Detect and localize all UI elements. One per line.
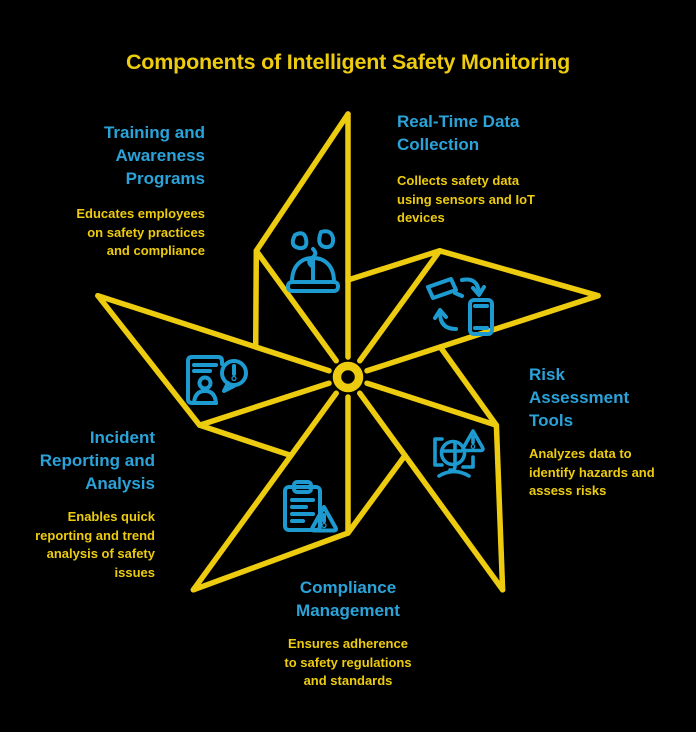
section-description-training: Educates employees on safety practices a… [76, 206, 205, 258]
section-description-risk: Analyzes data to identify hazards and as… [529, 446, 655, 498]
pinwheel-blade-left [95, 292, 332, 459]
section-title-training: Training and Awareness Programs [103, 123, 205, 188]
pinwheel-blade-top [252, 111, 351, 364]
page-title: Components of Intelligent Safety Monitor… [125, 50, 571, 74]
section-training: Training and Awareness Programs Educates… [76, 121, 205, 261]
section-risk-assessment: Risk Assessment Tools Analyzes data to i… [529, 363, 655, 501]
hazard-scan-icon [433, 429, 485, 478]
section-title-incident: Incident Reporting and Analysis [39, 428, 155, 493]
section-title-risk: Risk Assessment Tools [529, 365, 630, 430]
hard-hat-icon [286, 229, 340, 293]
clipboard-warning-icon [283, 480, 338, 533]
section-compliance: Compliance Management Ensures adherence … [0, 576, 696, 691]
incident-report-icon [186, 355, 248, 405]
pinwheel-blade-bottom-left [190, 390, 408, 593]
pinwheel-hub [332, 361, 364, 393]
device-sync-icon [426, 277, 494, 336]
section-title-compliance: Compliance Management [296, 578, 400, 620]
section-description-compliance: Ensures adherence to safety regulations … [284, 636, 412, 688]
section-description-incident: Enables quick reporting and trend analys… [35, 509, 155, 580]
pinwheel-blade-bottom-right [357, 344, 506, 593]
section-description-realtime: Collects safety data using sensors and I… [397, 173, 535, 225]
section-incident-reporting: Incident Reporting and Analysis Enables … [35, 426, 155, 582]
section-realtime-data-collection: Real-Time Data Collection Collects safet… [397, 110, 535, 228]
section-title-realtime: Real-Time Data Collection [397, 112, 520, 154]
